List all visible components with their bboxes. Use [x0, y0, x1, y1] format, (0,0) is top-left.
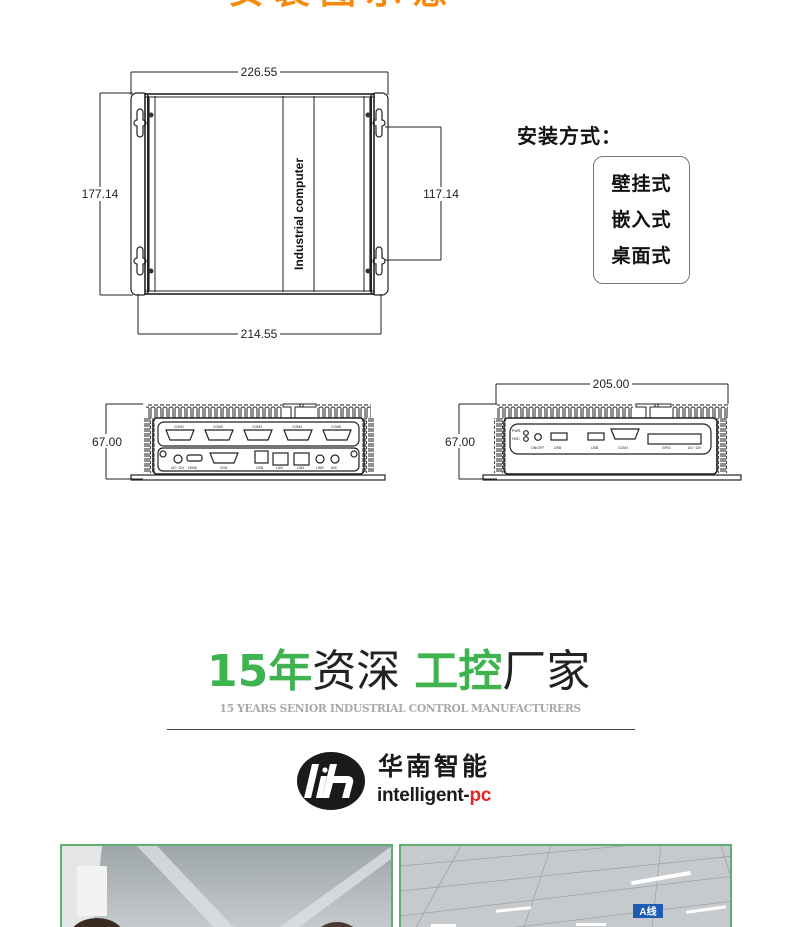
brand-name-cn: 华南智能: [378, 752, 491, 781]
svg-text:USB: USB: [591, 446, 599, 450]
dim-rear-width: 205.00: [593, 377, 630, 391]
brand-logo-icon: [297, 752, 365, 810]
svg-text:DC~12V: DC~12V: [688, 446, 702, 450]
svg-text:ON/OFF: ON/OFF: [531, 446, 544, 450]
install-method-wall: 壁挂式: [611, 173, 672, 195]
svg-text:LAN: LAN: [276, 466, 283, 470]
svg-text:COM2: COM2: [213, 425, 223, 429]
slogan-heading: 15年资深 工控厂家: [207, 646, 590, 698]
svg-text:COM4: COM4: [292, 425, 302, 429]
dim-overall-height: 177.14: [82, 187, 119, 201]
svg-text:LAN: LAN: [297, 466, 304, 470]
slogan-manufacturer: 厂家: [502, 646, 591, 697]
install-methods-box: 壁挂式 嵌入式 桌面式: [593, 156, 690, 284]
brand-name-accent: pc: [469, 785, 492, 806]
dim-mount-horizontal: 214.55: [241, 327, 278, 341]
line-a-sign: A线: [639, 905, 656, 918]
install-methods-title: 安装方式：: [517, 124, 622, 148]
factory-photo-right: A线: [399, 844, 732, 927]
svg-text:COM1: COM1: [618, 446, 628, 450]
dim-mount-vertical: 117.14: [423, 187, 459, 201]
dim-overall-width: 226.55: [241, 65, 278, 79]
section-divider: [167, 729, 635, 730]
slogan-senior: 资深: [312, 646, 415, 697]
svg-text:LINE: LINE: [316, 466, 324, 470]
svg-text:COM3: COM3: [252, 425, 262, 429]
factory-photo-left: [60, 844, 393, 927]
install-method-desktop: 桌面式: [611, 245, 672, 267]
dim-front-height: 67.00: [92, 435, 122, 449]
page-section-title: 安装图示意: [228, 0, 568, 10]
svg-text:HDMI: HDMI: [188, 466, 197, 470]
slogan-industrial-control: 工控: [414, 646, 503, 697]
svg-text:VGA: VGA: [220, 466, 228, 470]
brand-name-en: intelligent-pc: [377, 785, 492, 806]
svg-text:MIC: MIC: [331, 466, 338, 470]
svg-text:COM1: COM1: [174, 425, 184, 429]
svg-text:USB: USB: [554, 446, 562, 450]
svg-text:GPIO: GPIO: [662, 446, 671, 450]
slogan-english: 15 YEARS SENIOR INDUSTRIAL CONTROL MANUF…: [219, 702, 582, 715]
slogan-years: 15年: [207, 646, 313, 697]
svg-text:HDD: HDD: [512, 437, 520, 441]
svg-text:DC~12V: DC~12V: [171, 466, 185, 470]
dim-rear-height: 67.00: [445, 435, 475, 449]
svg-text:COM5: COM5: [331, 425, 341, 429]
svg-text:PWR: PWR: [512, 429, 521, 433]
device-label: Industrial computer: [292, 158, 306, 270]
top-view-drawing: 226.55 177.14 117.14 214.55 Industrial c…: [82, 65, 461, 341]
install-method-embedded: 嵌入式: [611, 209, 672, 231]
svg-text:USB: USB: [256, 466, 264, 470]
